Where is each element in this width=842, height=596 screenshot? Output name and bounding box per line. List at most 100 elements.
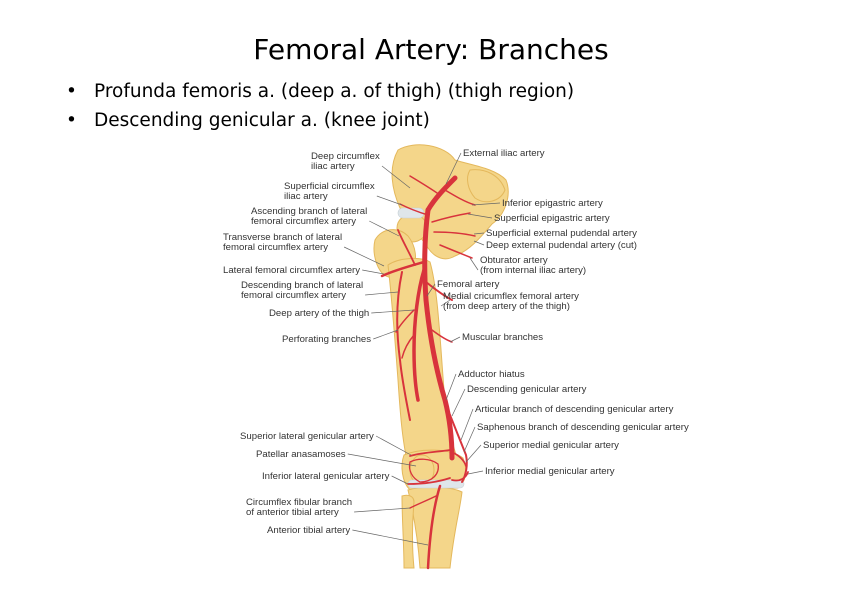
superficial-epigastric-vessel — [431, 212, 471, 223]
right-label-line: External iliac artery — [463, 148, 545, 159]
left-label-line: femoral circumflex artery — [251, 216, 356, 227]
left-leader-line — [376, 195, 403, 206]
left-label-line: iliac artery — [284, 191, 328, 202]
right-leader-line — [467, 470, 484, 475]
fibula — [401, 494, 415, 569]
anterior-tibial-vessel — [426, 484, 442, 570]
obturator-vessel — [439, 244, 473, 259]
right-label-0: External iliac artery — [463, 148, 545, 159]
left-label-line: Superior lateral genicular artery — [240, 431, 374, 442]
sacrum-bone — [467, 169, 506, 203]
circumflex-fibular-vessel — [409, 495, 437, 509]
left-label-8: Superior lateral genicular artery — [240, 431, 374, 442]
left-label-line: of anterior tibial artery — [246, 507, 339, 518]
left-leader-line — [373, 329, 399, 340]
right-leader-line — [465, 444, 482, 463]
femoral-artery-vessel — [422, 207, 455, 461]
left-label-6: Deep artery of the thigh — [269, 308, 369, 319]
left-label-line: Anterior tibial artery — [267, 525, 350, 536]
tibia — [407, 486, 463, 569]
left-label-4: Lateral femoral circumflex artery — [223, 265, 360, 276]
bullet-dot: • — [66, 110, 77, 131]
inferior-epigastric-vessel — [444, 189, 476, 206]
left-label-line: Perforating branches — [282, 334, 371, 345]
deep-artery-of-thigh-vessel — [412, 268, 426, 402]
right-label-line: Deep external pudendal artery (cut) — [486, 240, 637, 251]
left-label-7: Perforating branches — [282, 334, 371, 345]
right-label-line: (from deep artery of the thigh) — [443, 301, 570, 312]
right-label-4: Deep external pudendal artery (cut) — [486, 240, 637, 251]
bullet-list: • Profunda femoris a. (deep a. of thigh) … — [66, 77, 574, 135]
external-pudendal-vessel — [433, 231, 476, 237]
right-leader-line — [463, 426, 476, 453]
right-leader-line — [445, 373, 457, 401]
left-label-line: Circumflex fibular branch — [246, 497, 352, 508]
right-label-9: Adductor hiatus — [458, 369, 525, 380]
left-leader-line — [343, 246, 385, 267]
left-leader-line — [347, 453, 417, 467]
left-label-9: Patellar anasamoses — [256, 449, 346, 460]
left-leader-line — [375, 435, 412, 456]
right-leader-line — [451, 388, 466, 417]
perforating-branch-vessel-2 — [401, 334, 415, 359]
bullet-text: Profunda femoris a. (deep a. of thigh) (… — [94, 81, 575, 102]
right-label-14: Inferior medial genicular artery — [485, 466, 615, 477]
right-label-line: Adductor hiatus — [458, 369, 525, 380]
bullet-item: • Profunda femoris a. (deep a. of thigh) … — [66, 77, 574, 106]
right-label-5: Obturator artery(from internal iliac art… — [480, 255, 586, 276]
label-leader-lines — [343, 152, 501, 546]
left-label-line: Lateral femoral circumflex artery — [223, 265, 360, 276]
right-leader-line — [426, 283, 436, 297]
right-label-line: Inferior epigastric artery — [502, 198, 603, 209]
right-label-8: Muscular branches — [462, 332, 543, 343]
left-label-line: Descending branch of lateral — [241, 280, 363, 291]
deep-circumflex-iliac-vessel — [409, 175, 441, 196]
right-label-line: Obturator artery — [480, 255, 548, 266]
right-leader-line — [469, 257, 479, 271]
right-leader-line — [449, 336, 461, 343]
right-label-2: Superficial epigastric artery — [494, 213, 610, 224]
left-leader-line — [371, 309, 415, 314]
right-label-10: Descending genicular artery — [467, 384, 587, 395]
right-label-line: Saphenous branch of descending genicular… — [477, 422, 689, 433]
bullet-text: Descending genicular a. (knee joint) — [94, 110, 430, 131]
descending-genicular-vessel — [447, 409, 468, 483]
right-label-6: Femoral artery — [437, 279, 500, 290]
left-label-line: femoral circumflex artery — [241, 290, 346, 301]
left-label-line: iliac artery — [311, 161, 355, 172]
left-label-12: Anterior tibial artery — [267, 525, 350, 536]
inferior-medial-genicular-vessel — [451, 471, 469, 482]
slide-title: Femoral Artery: Branches — [253, 33, 609, 66]
bullet-dot: • — [66, 81, 77, 102]
left-leader-line — [391, 475, 409, 485]
left-label-line: Deep artery of the thigh — [269, 308, 369, 319]
right-label-line: Descending genicular artery — [467, 384, 587, 395]
lateral-femoral-circumflex-vessel — [380, 260, 426, 278]
right-label-line: Superficial external pudendal artery — [486, 228, 637, 239]
inferior-lateral-genicular-vessel — [407, 477, 451, 485]
left-label-line: Transverse branch of lateral — [223, 232, 342, 243]
left-label-line: Superficial circumflex — [284, 181, 375, 192]
ascending-branch-vessel — [397, 229, 416, 266]
left-label-line: Ascending branch of lateral — [251, 206, 367, 217]
right-label-11: Articular branch of descending genicular… — [475, 404, 674, 415]
left-leader-line — [354, 507, 411, 513]
left-leader-line — [362, 269, 385, 275]
right-label-3: Superficial external pudendal artery — [486, 228, 637, 239]
right-leader-line — [445, 152, 462, 185]
external-iliac-artery-vessel — [425, 175, 458, 213]
right-label-line: Femoral artery — [437, 279, 500, 290]
left-leader-line — [369, 220, 400, 237]
patellar-anastomosis-vessel — [408, 458, 439, 483]
left-leader-line — [365, 291, 399, 296]
right-label-line: Medial cricumflex femoral artery — [443, 291, 579, 302]
right-label-line: Muscular branches — [462, 332, 543, 343]
right-label-1: Inferior epigastric artery — [502, 198, 603, 209]
